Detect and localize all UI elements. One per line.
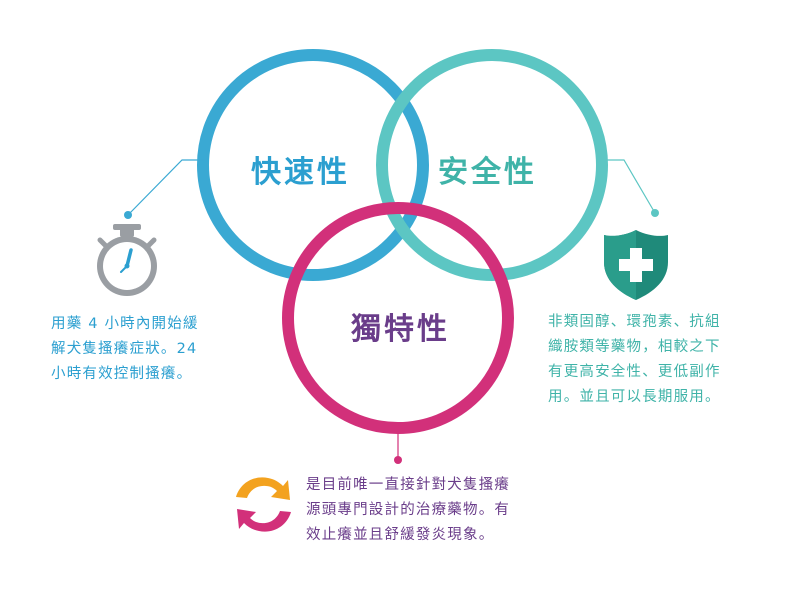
speed-circle	[197, 49, 429, 281]
unique-connector-dot	[394, 456, 402, 464]
refresh-cycle-icon	[236, 477, 291, 532]
safety-label: 安全性	[438, 155, 537, 190]
safety-description: 非類固醇、環孢素、抗組 織胺類等藥物，相較之下 有更高安全性、更低副作 用。並且…	[548, 314, 721, 405]
speed-connector-dot	[124, 211, 132, 219]
shield-plus-icon	[604, 230, 668, 300]
speed-description: 用藥 4 小時內開始緩 解犬隻搔癢症狀。24 小時有效控制搔癢。	[51, 316, 199, 382]
stopwatch-icon	[97, 224, 157, 296]
safety-circle	[376, 49, 608, 281]
speed-label: 快速性	[251, 155, 350, 190]
unique-description: 是目前唯一直接針對犬隻搔癢 源頭專門設計的治療藥物。有 效止癢並且舒緩發炎現象。	[306, 477, 511, 543]
safety-connector	[600, 159, 656, 214]
safety-connector-dot	[651, 209, 659, 217]
speed-connector	[127, 159, 204, 216]
unique-label: 獨特性	[351, 312, 450, 347]
